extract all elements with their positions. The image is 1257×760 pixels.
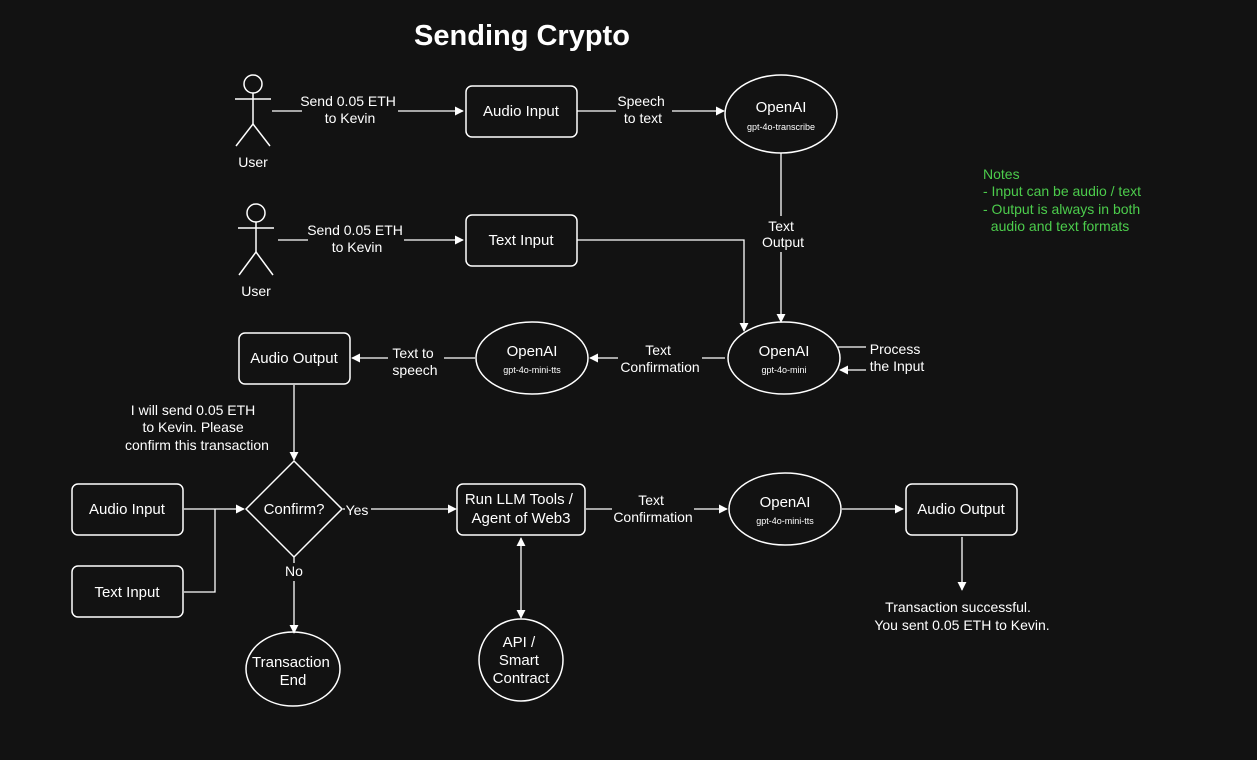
edge-text-input-mini (577, 239, 749, 332)
node-confirm-decision: Confirm? (244, 459, 344, 559)
node-run-llm-tools: Run LLM Tools / Agent of Web3 (456, 483, 586, 536)
notes-heading: Notes (983, 166, 1020, 182)
node-openai-tts-2: OpenAI gpt-4o-mini-tts (728, 472, 842, 546)
user-label: User (238, 154, 268, 170)
node-title: OpenAI (759, 343, 810, 360)
edge-labels: Send 0.05 ETH to Kevin Send 0.05 ETH to … (118, 92, 1050, 633)
node-label: Text Input (94, 584, 160, 601)
label-success-message: Transaction successful. You sent 0.05 ET… (874, 599, 1049, 633)
node-label: Confirm? (264, 501, 325, 518)
diagram-title: Sending Crypto (414, 20, 630, 52)
user-label: User (241, 283, 271, 299)
node-audio-output-1: Audio Output (238, 332, 351, 385)
notes-line: - Input can be audio / text (983, 183, 1141, 199)
label-text-output: Text Output (762, 218, 804, 250)
node-openai-tts-1: OpenAI gpt-4o-mini-tts (475, 321, 589, 395)
user-actor-2: User (238, 203, 274, 299)
node-label: Audio Output (917, 501, 1005, 518)
label-user2-send: Send 0.05 ETH to Kevin (307, 222, 407, 255)
node-label: Text Input (488, 232, 554, 249)
stick-figure-icon (235, 74, 271, 147)
node-text-input-bottom: Text Input (71, 565, 184, 618)
node-text-input-top: Text Input (465, 214, 578, 267)
label-speech-to-text: Speech to text (617, 93, 668, 126)
label-yes: Yes (346, 502, 369, 518)
node-model: gpt-4o-mini-tts (503, 365, 561, 375)
edges (184, 106, 967, 634)
stick-figure-icon (238, 203, 274, 276)
node-title: OpenAI (756, 99, 807, 116)
node-audio-input-bottom: Audio Input (71, 483, 184, 536)
label-text-to-speech: Text to speech (392, 345, 437, 378)
notes-line: - Output is always in both (983, 201, 1140, 217)
node-label: API / Smart Contract (493, 634, 551, 687)
node-audio-input-top: Audio Input (465, 85, 578, 138)
node-openai-transcribe: OpenAI gpt-4o-transcribe (724, 74, 838, 154)
node-model: gpt-4o-transcribe (747, 122, 815, 132)
node-model: gpt-4o-mini (761, 365, 806, 375)
node-title: OpenAI (760, 494, 811, 511)
node-transaction-end: Transaction End (245, 631, 341, 707)
label-confirm-message: I will send 0.05 ETH to Kevin. Please co… (125, 402, 269, 453)
node-label: Run LLM Tools / Agent of Web3 (465, 491, 577, 527)
notes-block: Notes - Input can be audio / text - Outp… (983, 166, 1141, 234)
edge-text-input-confirm (184, 509, 216, 593)
label-text-confirmation-2: Text Confirmation (613, 492, 692, 525)
label-text-confirmation-1: Text Confirmation (620, 342, 699, 375)
node-label: Transaction End (252, 654, 334, 689)
node-label: Audio Output (250, 350, 338, 367)
label-process-input: Process the Input (870, 341, 925, 374)
node-model: gpt-4o-mini-tts (756, 516, 814, 526)
node-title: OpenAI (507, 343, 558, 360)
node-api-smart-contract: API / Smart Contract (478, 618, 564, 702)
label-no: No (285, 563, 303, 579)
node-audio-output-2: Audio Output (905, 483, 1018, 536)
label-user1-send: Send 0.05 ETH to Kevin (300, 93, 400, 126)
user-actor-1: User (235, 74, 271, 170)
node-label: Audio Input (89, 501, 166, 518)
node-label: Audio Input (483, 103, 560, 120)
node-openai-mini: OpenAI gpt-4o-mini (727, 321, 841, 395)
notes-line: audio and text formats (983, 218, 1129, 234)
